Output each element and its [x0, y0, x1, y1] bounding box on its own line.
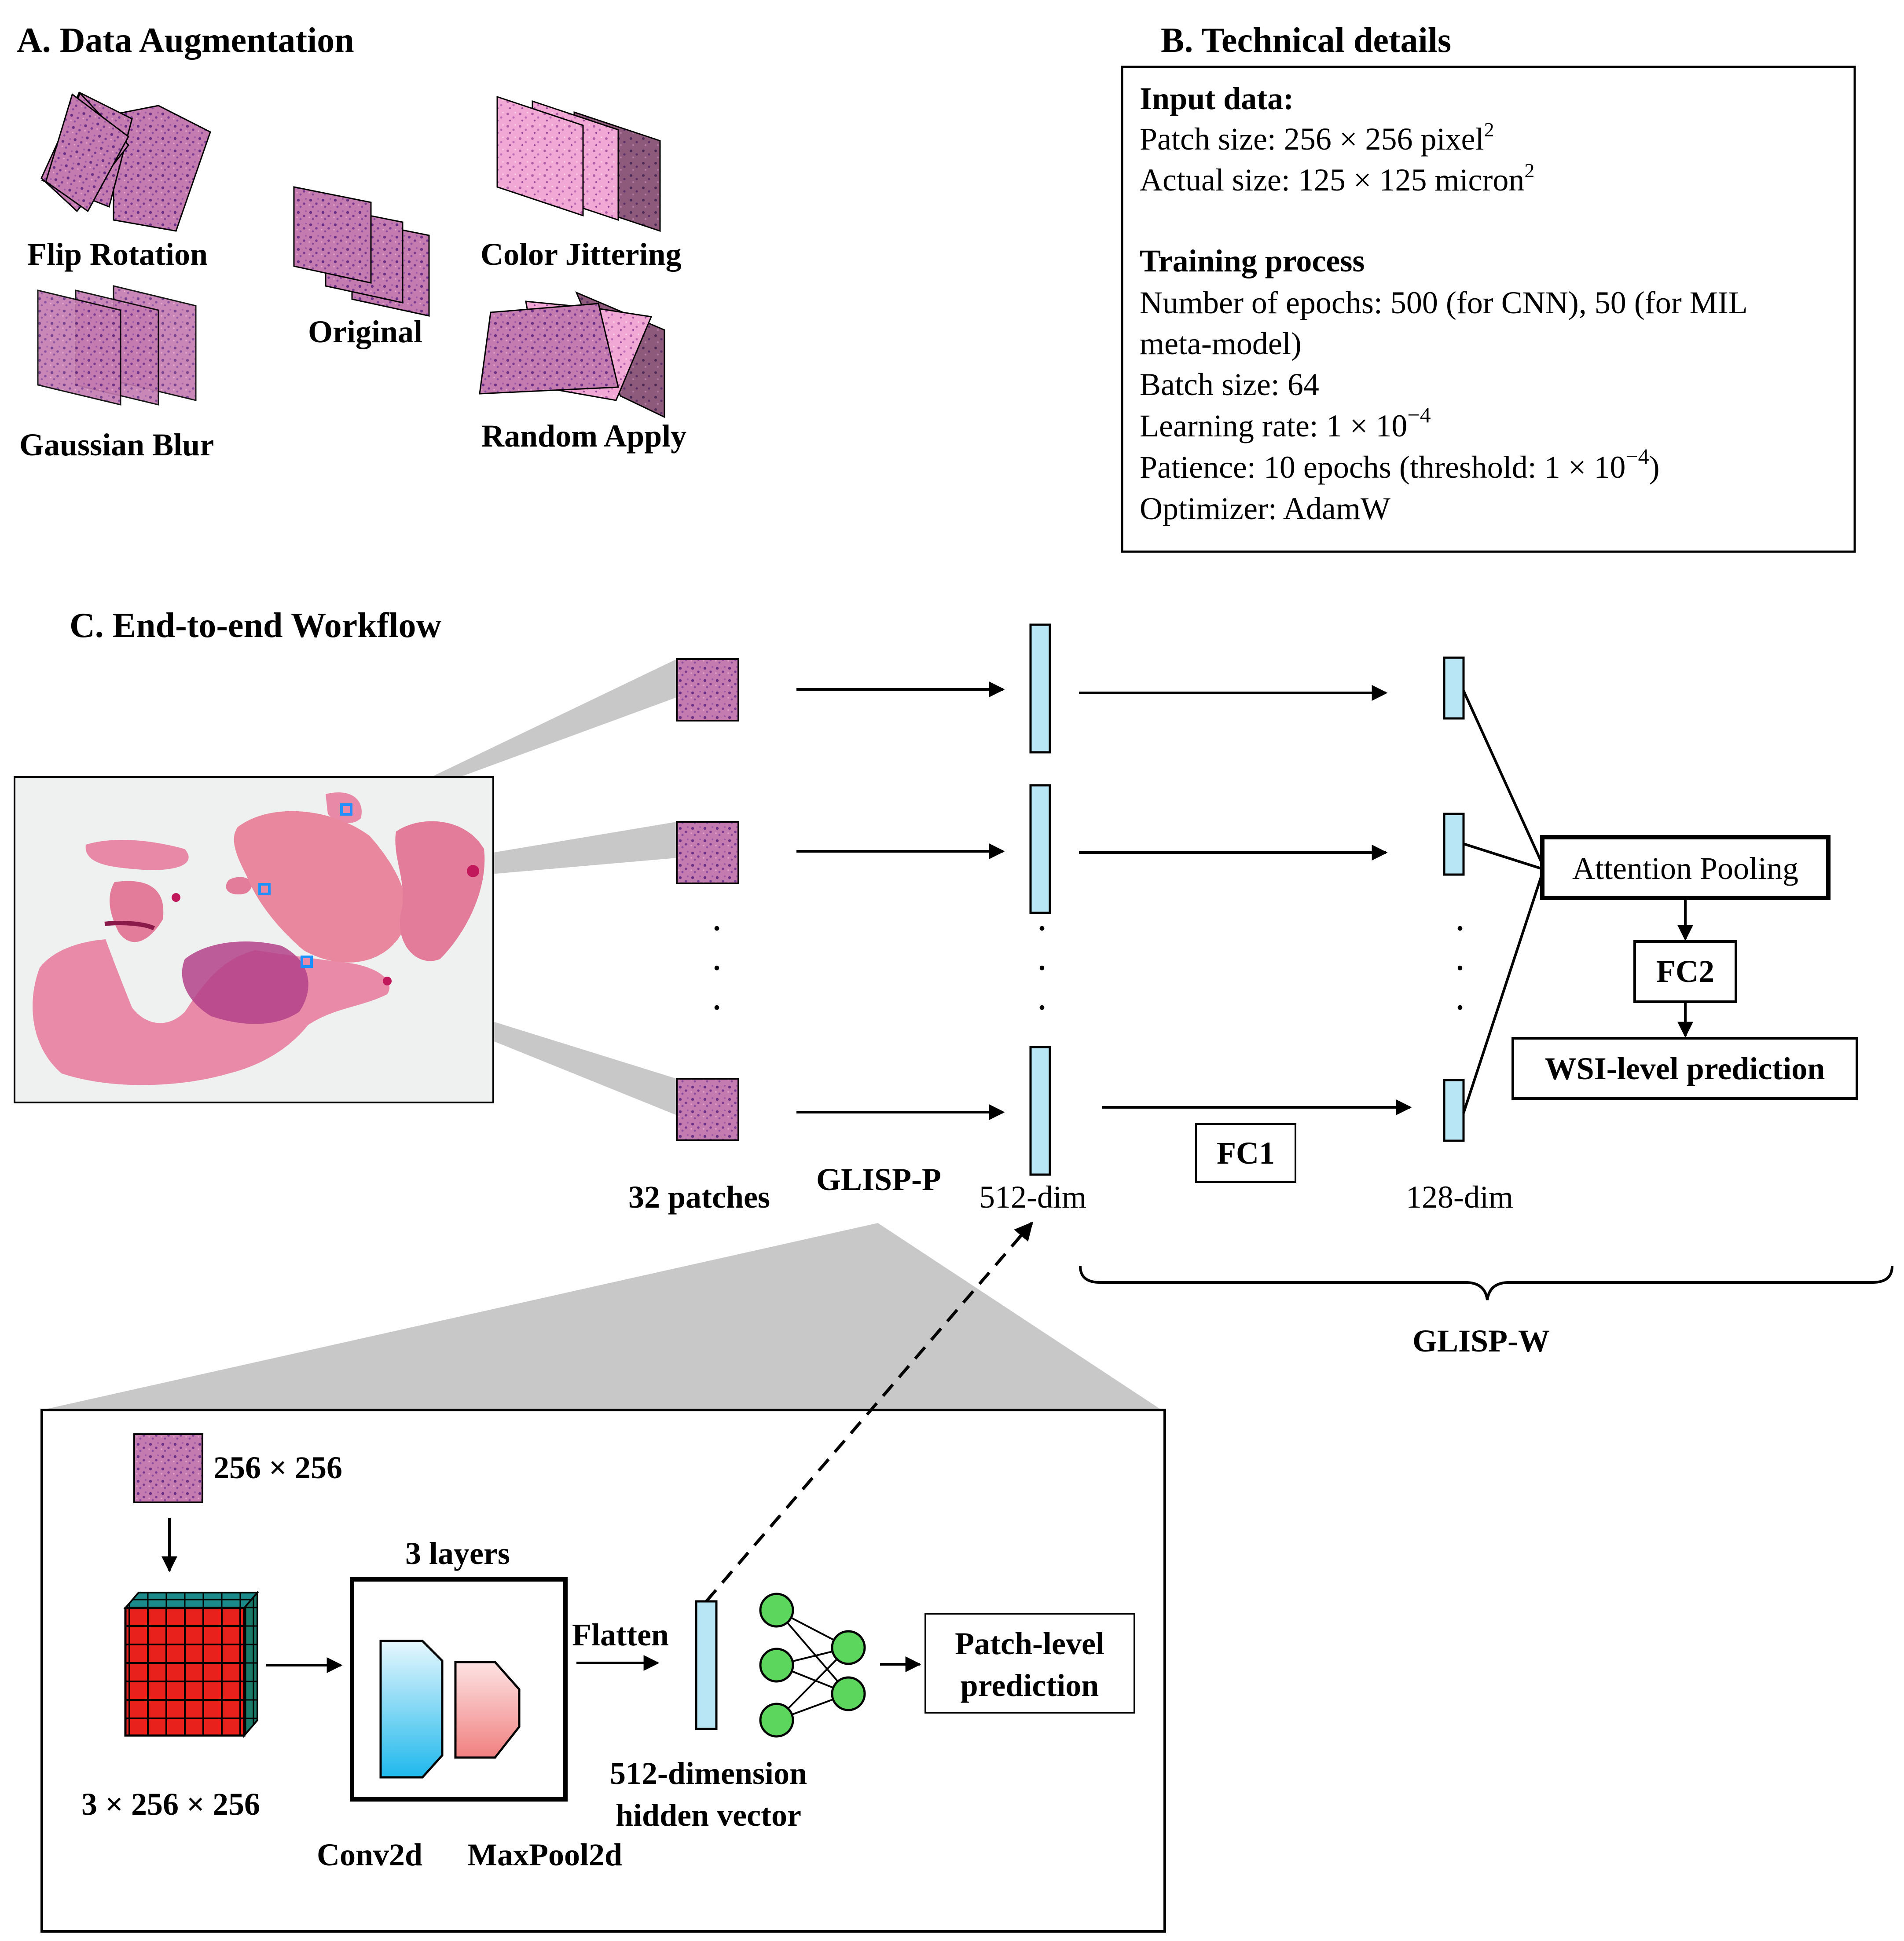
- epochs-line-1: Number of epochs: 500 (for CNN), 50 (for…: [1140, 285, 1748, 320]
- fc-ellipsis-3: ·: [1453, 986, 1467, 1029]
- fc1-box: [1195, 1123, 1296, 1183]
- optimizer-line: Optimizer: AdamW: [1140, 491, 1390, 526]
- color-jittering-image: [496, 95, 661, 232]
- original-label: Original: [308, 314, 422, 349]
- hidden-vector-label-1: 512-dimension: [610, 1756, 807, 1791]
- classifier-network: [759, 1593, 866, 1738]
- original-image: [293, 186, 430, 317]
- glisp-w-label: GLISP-W: [1412, 1323, 1550, 1359]
- patch-prediction-label-2: prediction: [961, 1668, 1099, 1703]
- batch-size-line: Batch size: 64: [1140, 367, 1319, 402]
- neuron-input-3: [759, 1703, 794, 1738]
- random-apply-image: [479, 291, 665, 418]
- line-128-2-to-attention: [1463, 842, 1543, 870]
- detail-zoom-wedge: [42, 1223, 1162, 1410]
- actual-size-sup: 2: [1524, 159, 1534, 182]
- neuron-input-2: [759, 1648, 794, 1683]
- patch-size-text: Patch size: 256 × 256 pixel: [1140, 121, 1484, 157]
- sample-marker-3: [301, 956, 313, 968]
- patch-size-line: Patch size: 256 × 256 pixel2: [1140, 118, 1494, 157]
- actual-size-line: Actual size: 125 × 125 micron2: [1140, 159, 1534, 198]
- glisp-w-brace: [1079, 1266, 1893, 1300]
- input-size-label: 256 × 256: [213, 1450, 342, 1485]
- neuron-input-1: [759, 1593, 794, 1628]
- learning-rate-sup: −4: [1407, 403, 1431, 427]
- feature-vector-512-2: [1029, 784, 1051, 914]
- sample-marker-2: [258, 883, 271, 895]
- vector-ellipsis-1: ·: [1035, 907, 1049, 950]
- input-tensor-cube: [123, 1590, 260, 1738]
- color-jittering-label: Color Jittering: [481, 237, 682, 272]
- dim-128-label: 128-dim: [1406, 1179, 1513, 1215]
- tensor-size-label: 3 × 256 × 256: [81, 1787, 260, 1822]
- panel-c-title: C. End-to-end Workflow: [70, 606, 442, 645]
- vector-ellipsis-2: ·: [1035, 946, 1049, 990]
- conv2d-layer-shape: [379, 1640, 444, 1779]
- patience-text: Patience: 10 epochs (threshold: 1 × 10: [1140, 450, 1625, 485]
- whole-slide-image: [14, 776, 494, 1103]
- feature-vector-128-3: [1443, 1079, 1465, 1142]
- hidden-vector-label-2: hidden vector: [616, 1798, 801, 1833]
- fc2-box: [1633, 940, 1737, 1003]
- random-apply-label: Random Apply: [481, 418, 686, 454]
- neuron-output-1: [831, 1630, 866, 1665]
- patch-ellipsis-2: ·: [710, 946, 723, 990]
- flip-rotation-image: [40, 91, 211, 232]
- feature-vector-512-1: [1029, 623, 1051, 754]
- fc-ellipsis-1: ·: [1453, 907, 1467, 950]
- panel-b-title: B. Technical details: [1161, 21, 1451, 60]
- patch-ellipsis-3: ·: [710, 986, 723, 1029]
- training-process-heading: Training process: [1140, 243, 1365, 278]
- learning-rate-line: Learning rate: 1 × 10−4: [1140, 403, 1431, 443]
- fc1-label: FC1: [1217, 1135, 1275, 1171]
- line-128-3-to-attention: [1462, 873, 1544, 1113]
- hidden-vector-512: [695, 1600, 718, 1730]
- neuron-output-2: [831, 1676, 866, 1711]
- gaussian-blur-image: [37, 285, 197, 406]
- learning-rate-text: Learning rate: 1 × 10: [1140, 408, 1407, 443]
- dim-512-label: 512-dim: [979, 1179, 1086, 1215]
- input-data-heading: Input data:: [1140, 81, 1294, 116]
- maxpool2d-layer-shape: [454, 1661, 521, 1759]
- patch-1: [676, 658, 739, 721]
- line-128-1-to-attention: [1462, 690, 1546, 870]
- patch-2: [676, 821, 739, 884]
- dashed-arrow-hidden-to-512: [705, 1221, 1033, 1603]
- patches-count-label: 32 patches: [628, 1179, 770, 1215]
- patch-prediction-label-1: Patch-level: [955, 1626, 1104, 1661]
- flip-rotation-label: Flip Rotation: [27, 237, 208, 272]
- patience-close: ): [1649, 450, 1660, 485]
- patience-sup: −4: [1625, 444, 1649, 469]
- wsi-prediction-label: WSI-level prediction: [1545, 1051, 1825, 1086]
- fc-ellipsis-2: ·: [1453, 946, 1467, 990]
- input-patch-image: [133, 1433, 203, 1503]
- panel-a-title: A. Data Augmentation: [17, 21, 354, 60]
- patch-prediction-box: [924, 1613, 1135, 1714]
- feature-vector-512-3: [1029, 1046, 1051, 1176]
- conv2d-label: Conv2d: [317, 1837, 422, 1872]
- feature-vector-128-2: [1443, 813, 1465, 876]
- patch-ellipsis-1: ·: [710, 907, 723, 950]
- flatten-label: Flatten: [572, 1617, 669, 1652]
- attention-pooling-label: Attention Pooling: [1572, 851, 1798, 886]
- actual-size-text: Actual size: 125 × 125 micron: [1140, 162, 1524, 198]
- patch-3: [676, 1078, 739, 1141]
- wsi-prediction-box: [1511, 1037, 1858, 1100]
- epochs-line-2: meta-model): [1140, 326, 1302, 361]
- patch-size-sup: 2: [1484, 118, 1494, 141]
- feature-vector-128-1: [1443, 656, 1465, 720]
- patience-line: Patience: 10 epochs (threshold: 1 × 10−4…: [1140, 444, 1660, 485]
- vector-ellipsis-3: ·: [1035, 986, 1049, 1029]
- sample-marker-1: [340, 803, 352, 816]
- technical-details-box: [1121, 66, 1856, 553]
- maxpool2d-label: MaxPool2d: [467, 1837, 622, 1872]
- glisp-p-label: GLISP-P: [816, 1162, 941, 1197]
- layers-label: 3 layers: [405, 1536, 510, 1571]
- fc2-label: FC2: [1656, 954, 1714, 989]
- gaussian-blur-label: Gaussian Blur: [19, 427, 214, 462]
